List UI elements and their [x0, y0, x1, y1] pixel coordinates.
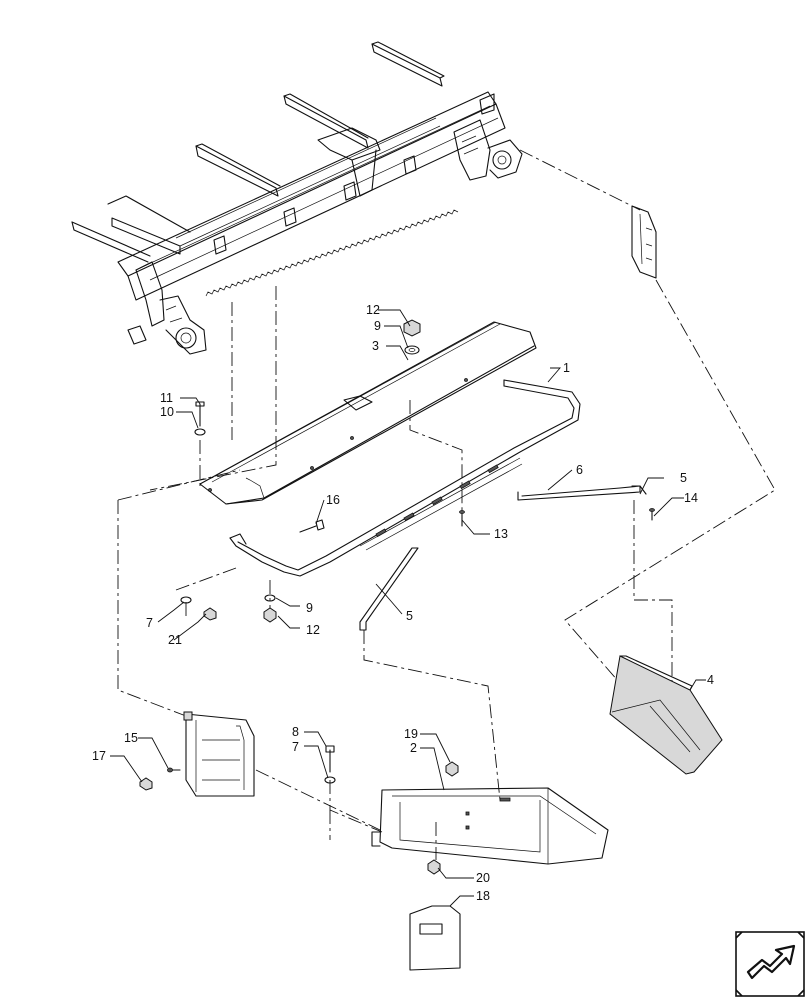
part-11-bolt — [195, 401, 205, 427]
callout-2: 2 — [410, 741, 417, 755]
part-7-washer-left — [180, 596, 192, 604]
callout-5-lower: 5 — [406, 609, 413, 623]
callout-6: 6 — [576, 463, 583, 477]
part-19-nut — [445, 761, 459, 777]
next-page-arrow-icon[interactable] — [735, 931, 805, 997]
callout-8: 8 — [292, 725, 299, 739]
part-10-washer — [194, 428, 206, 436]
fasteners — [139, 319, 655, 875]
part-8-bolt — [325, 745, 335, 773]
part-18-decal — [409, 905, 461, 971]
callout-5-upper: 5 — [680, 471, 687, 485]
part-1-frame — [229, 379, 581, 577]
part-3-cover — [199, 321, 537, 505]
callout-3: 3 — [372, 339, 379, 353]
part-13-bolt — [459, 510, 465, 527]
part-9-washer-low — [264, 594, 276, 602]
part-16-bolt — [299, 519, 325, 533]
part-15-bolt — [167, 767, 181, 773]
callout-1: 1 — [563, 361, 570, 375]
callout-7-right: 7 — [292, 740, 299, 754]
callout-16: 16 — [326, 493, 340, 507]
callout-11: 11 — [160, 391, 173, 405]
callout-12-top: 12 — [366, 303, 380, 317]
part-7-washer-right — [324, 776, 336, 784]
part-4-shield — [609, 655, 723, 775]
part-1-slots — [375, 464, 499, 538]
callout-20: 20 — [476, 871, 490, 885]
callout-9-low: 9 — [306, 601, 313, 615]
leader-lines — [110, 309, 706, 907]
part-5-lower-rod — [359, 547, 419, 631]
part-14-bolt — [649, 508, 655, 521]
part-2-tray — [371, 787, 609, 865]
callout-13: 13 — [494, 527, 508, 541]
callout-14: 14 — [684, 491, 698, 505]
callout-21: 21 — [168, 633, 182, 647]
side-bracket-left — [183, 711, 255, 797]
side-bracket-upper-right — [631, 205, 657, 279]
callout-12-low: 12 — [306, 623, 320, 637]
callout-17: 17 — [92, 749, 106, 763]
part-12-nut-low — [263, 607, 277, 623]
header-frame-assembly — [71, 41, 523, 355]
callout-18: 18 — [476, 889, 490, 903]
part-5-upper-rod — [517, 485, 647, 501]
part-17-bolt — [139, 777, 153, 791]
callout-19: 19 — [404, 727, 418, 741]
callout-4: 4 — [707, 673, 714, 687]
part-20-nut — [427, 859, 441, 875]
callout-10: 10 — [160, 405, 174, 419]
part-12-nut-top — [403, 319, 421, 337]
callout-9-top: 9 — [374, 319, 381, 333]
callout-15: 15 — [124, 731, 138, 745]
callout-labels: 1 2 3 4 5 5 6 7 7 8 9 9 10 11 12 12 13 1… — [92, 303, 714, 903]
callout-7-left: 7 — [146, 616, 153, 630]
part-9-washer-top — [404, 345, 420, 355]
